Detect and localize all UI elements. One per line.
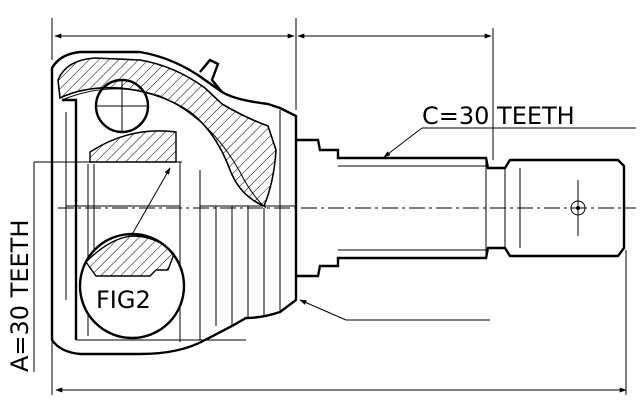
top-dimension xyxy=(51,18,494,160)
stub-shaft xyxy=(296,138,626,278)
leader-lower xyxy=(299,299,490,321)
label-fig2: FIG2 xyxy=(96,286,151,314)
label-c-teeth: C=30 TEETH xyxy=(422,102,575,130)
leader-c xyxy=(383,127,636,158)
bottom-dimension xyxy=(51,250,627,395)
label-a-teeth: A=30 TEETH xyxy=(6,220,34,372)
fig2-detail xyxy=(78,232,186,340)
leader-fig xyxy=(129,167,171,239)
